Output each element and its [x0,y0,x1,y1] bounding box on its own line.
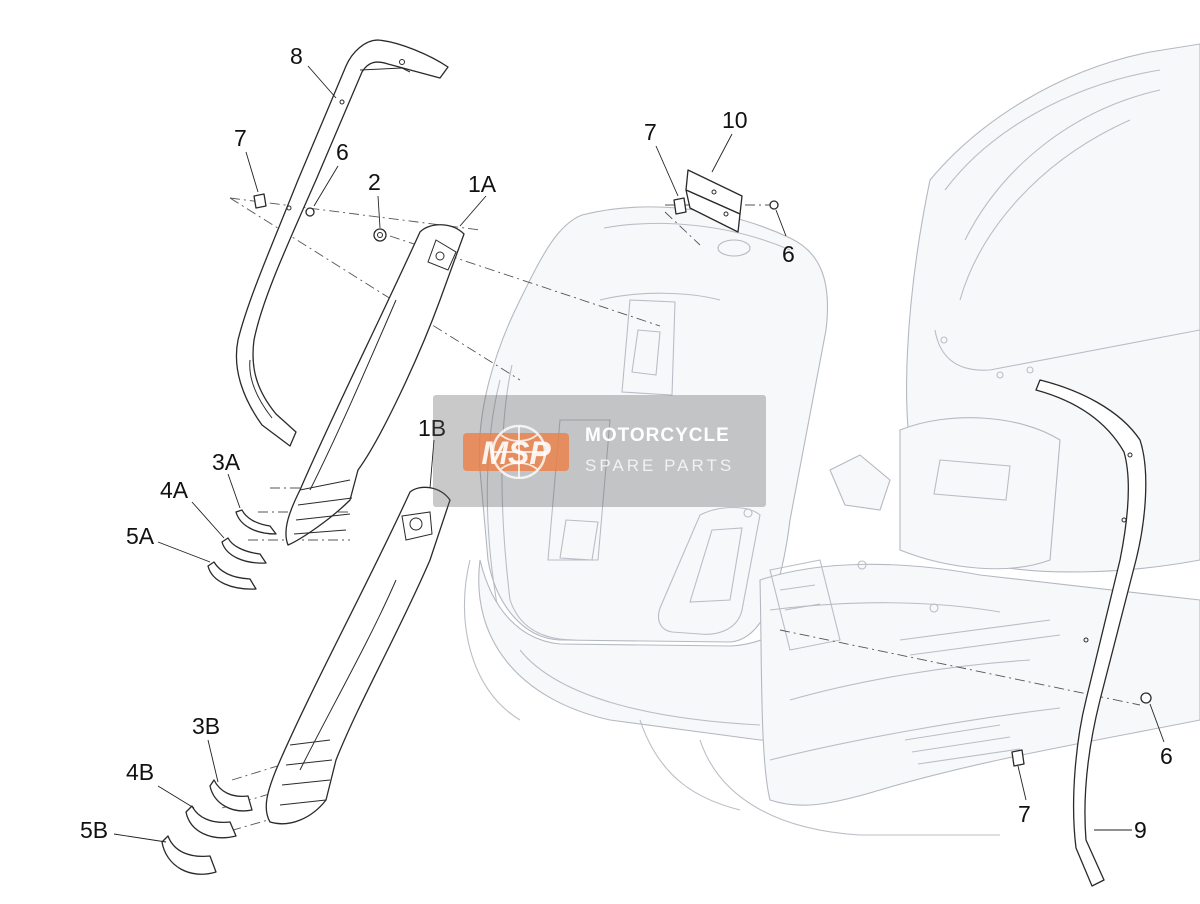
callout-6-top-left: 6 [336,139,349,165]
part-1A-shield-cover-upper [285,224,465,546]
watermark-banner: MSP MOTORCYCLE SPARE PARTS [433,395,766,507]
msp-logo-icon: MSP [463,424,569,479]
callout-6-top-right: 6 [782,241,795,267]
callout-3B: 3B [192,713,220,739]
part-1B-shield-cover-lower [265,486,451,825]
callout-labels: 8 7 6 2 1A 7 10 6 1B 3A 4A 5A 3B 4B 5B 6… [80,43,1173,843]
grille-pieces-A [207,509,277,590]
callout-4A: 4A [160,477,189,503]
part-10-bracket [685,169,743,233]
grille-pieces-B [161,779,253,875]
watermark-line-1: MOTORCYCLE [585,425,730,446]
callout-3A: 3A [212,449,241,475]
watermark-line-2: SPARE PARTS [585,456,735,475]
callout-10: 10 [722,107,748,133]
callout-6-right: 6 [1160,743,1173,769]
part-9-right-trim-strip [1035,379,1147,887]
leader-lines [113,65,1165,843]
callout-8: 8 [290,43,303,69]
callout-2: 2 [368,169,381,195]
callout-5B: 5B [80,817,108,843]
callout-5A: 5A [126,523,155,549]
callout-7-top-right: 7 [644,119,657,145]
callout-1A: 1A [468,171,497,197]
callout-7-top-left: 7 [234,125,247,151]
fasteners [253,193,1152,767]
svg-text:MSP: MSP [481,435,551,471]
callout-4B: 4B [126,759,154,785]
callout-7-bottom-right: 7 [1018,801,1031,827]
part-8-left-trim-strip [235,39,449,447]
callout-1B: 1B [418,415,446,441]
callout-9: 9 [1134,817,1147,843]
